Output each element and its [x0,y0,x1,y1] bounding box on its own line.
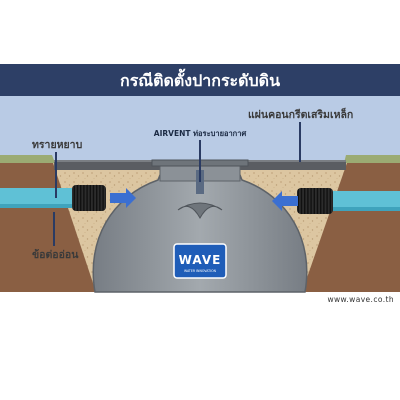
flexible-joint-left [72,185,106,211]
title-banner [0,64,400,96]
tank-inlet-baffle [177,202,223,220]
pipe-left [0,188,72,208]
wave-logo-text: WAVE [179,253,222,267]
pipe-right-shade [333,207,400,211]
soil-right-grass [344,155,400,163]
wave-logo-tagline: WATER INNOVATION [184,269,217,273]
website-url: www.wave.co.th [327,295,394,304]
pipe-right [333,191,400,211]
wave-logo [173,243,227,279]
pipe-left-shade [0,204,72,208]
callout-airvent-label: AIRVENT ท่อระบายอากาศ [154,129,247,138]
callout-joint-label: ข้อต่ออ่อน [32,248,79,261]
callout-slab-label: แผ่นคอนกรีตเสริมเหล็ก [248,107,353,121]
flow-arrow-left [110,188,136,208]
soil-left-grass [0,155,55,163]
banner-title: กรณีติดตั้งปากระดับดิน [120,68,280,90]
flow-arrow-right [272,191,298,211]
flexible-joint-right [297,188,333,214]
callout-sand-label: ทรายหยาบ [32,139,83,151]
